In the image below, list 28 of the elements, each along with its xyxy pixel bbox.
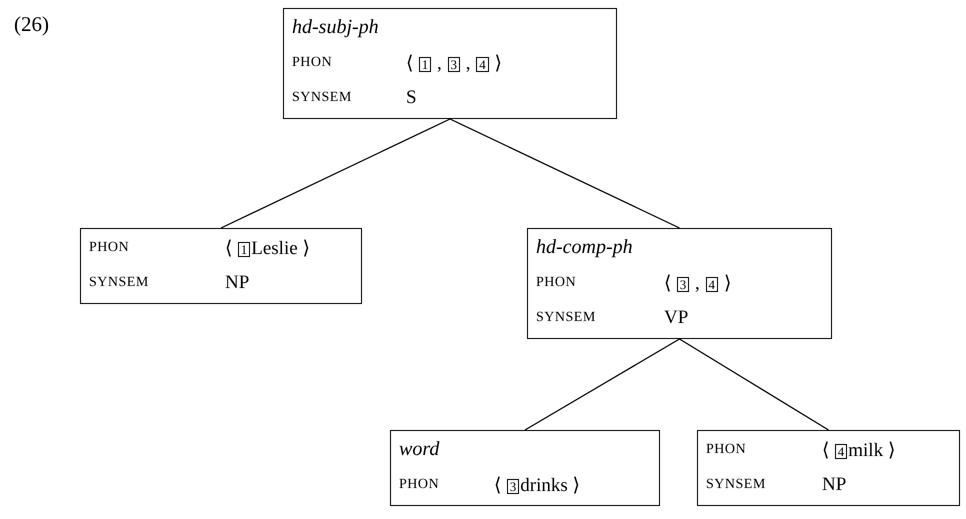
feature-structure-bracket: [527, 228, 832, 339]
type-label: word: [399, 437, 440, 462]
type-label: hd-comp-ph: [536, 235, 634, 260]
feature-name: SYNSEM: [89, 274, 150, 290]
feature-value: VP: [664, 306, 688, 328]
feature-value: NP: [822, 474, 846, 496]
feature-structure-bracket: [390, 430, 660, 506]
feature-name: PHON: [292, 54, 334, 70]
tree-branch-line: [450, 118, 680, 229]
tree-branch-line: [220, 118, 450, 229]
feature-value: S: [406, 86, 417, 108]
feature-name: PHON: [536, 274, 578, 290]
tree-branch-line: [524, 338, 680, 431]
feature-name: PHON: [399, 476, 440, 492]
feature-name: SYNSEM: [536, 310, 597, 326]
feature-value: ⟨ 1 , 3 , 4 ⟩: [406, 52, 502, 74]
feature-structure-bracket: [80, 228, 362, 304]
feature-value: ⟨ 3 , 4 ⟩: [664, 272, 731, 294]
feature-name: SYNSEM: [706, 476, 767, 492]
feature-name: SYNSEM: [292, 90, 353, 106]
example-number: (26): [14, 12, 49, 37]
type-label: hd-subj-ph: [292, 15, 380, 40]
feature-name: PHON: [89, 240, 130, 256]
feature-structure-bracket: [697, 430, 960, 506]
feature-value: NP: [225, 272, 250, 294]
tree-branch-line: [679, 338, 829, 431]
feature-structure-bracket: [283, 8, 617, 119]
feature-name: PHON: [706, 442, 748, 458]
